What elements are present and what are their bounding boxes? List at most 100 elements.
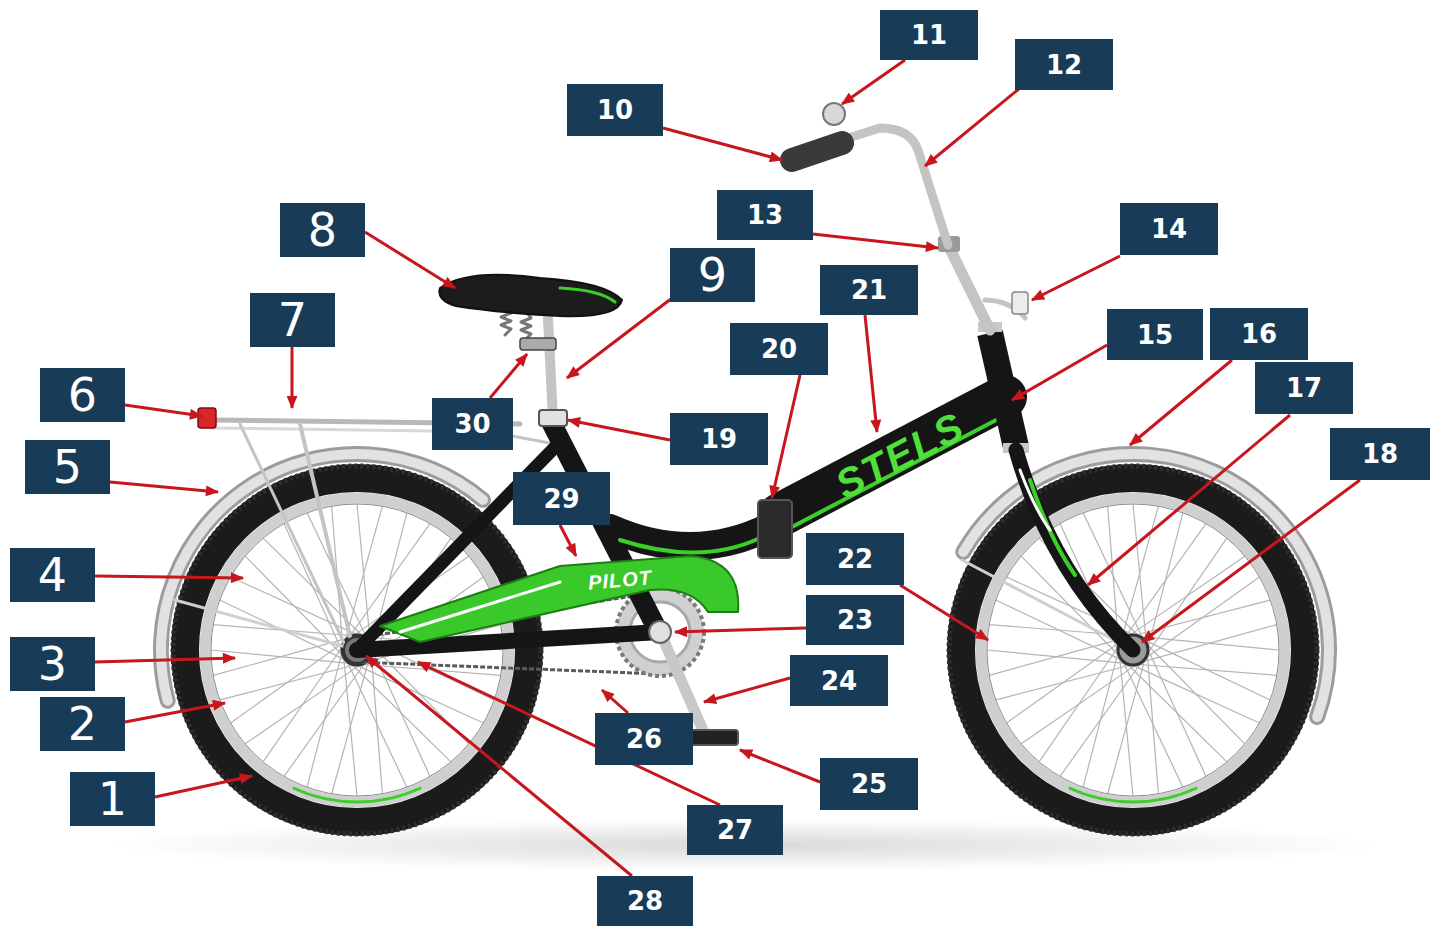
callout-number: 29 (543, 486, 579, 512)
callout-number: 27 (717, 817, 753, 843)
leader-line (155, 776, 252, 797)
callout-number: 28 (627, 888, 663, 914)
spoke (1007, 639, 1124, 723)
callout-number: 15 (1137, 322, 1173, 348)
spoke (1039, 643, 1121, 762)
fork (1016, 450, 1133, 650)
fender-stay (962, 560, 1133, 650)
front-fender (963, 454, 1329, 717)
spoke (1142, 577, 1259, 661)
callout-number: 17 (1286, 375, 1322, 401)
spoke (1021, 662, 1140, 744)
saddle-decal (560, 288, 615, 302)
callout-number: 9 (698, 252, 727, 298)
spoke (220, 664, 360, 700)
leader-line (560, 525, 576, 556)
callout-number: 14 (1151, 216, 1187, 242)
spoke (357, 504, 371, 648)
leader-line (567, 292, 680, 378)
callout-number: 24 (821, 668, 857, 694)
callout-box: 30 (432, 398, 513, 450)
callout-number: 5 (53, 444, 82, 490)
leader-line (125, 703, 225, 722)
callout-box: 26 (595, 713, 693, 765)
rim-decal (1069, 788, 1197, 802)
crank-bolt (649, 621, 671, 643)
callout-number: 8 (308, 207, 337, 253)
main-tube (780, 397, 1005, 515)
callout-box: 8 (280, 203, 365, 257)
bicycle (105, 103, 1385, 871)
callout-number: 18 (1362, 441, 1398, 467)
callout-number: 16 (1241, 321, 1277, 347)
frame-logo: PILOT (587, 567, 652, 592)
callout-number: 1 (98, 776, 127, 822)
spoke (1140, 638, 1270, 700)
leader-line (900, 585, 988, 640)
head-tube (990, 333, 1016, 447)
spoke (245, 662, 364, 744)
callout-box: 17 (1255, 362, 1353, 414)
callout-number: 7 (278, 297, 307, 343)
leader-line (1088, 415, 1290, 585)
leader-line (772, 375, 800, 498)
leader-line (1130, 360, 1232, 445)
callout-box: 27 (687, 805, 783, 855)
front-fender-shine (963, 454, 1329, 717)
spoke (987, 650, 1131, 664)
leader-line (291, 347, 294, 408)
spoke (263, 643, 345, 762)
callout-number: 20 (761, 336, 797, 362)
callout-box: 11 (880, 10, 978, 60)
callout-box: 4 (10, 548, 95, 602)
leader-line (418, 662, 720, 805)
spoke (1124, 661, 1227, 762)
callout-box: 19 (670, 413, 768, 465)
leader-line (95, 658, 235, 662)
leader-line (813, 234, 938, 248)
callout-number: 26 (626, 726, 662, 752)
callout-box: 29 (513, 472, 610, 525)
handlebar (842, 128, 948, 245)
spoke (1083, 648, 1119, 788)
callout-box: 22 (806, 533, 904, 585)
rim-decal (293, 788, 421, 802)
spoke (343, 652, 357, 796)
callout-box: 5 (25, 440, 110, 494)
rack-strut (300, 424, 352, 645)
leader-line (602, 690, 628, 713)
seat-clamp (539, 410, 567, 426)
callout-box: 10 (567, 84, 663, 136)
folding-hinge (758, 500, 792, 558)
rear-reflector (198, 408, 216, 428)
leader-line (125, 405, 202, 416)
callout-number: 21 (851, 277, 887, 303)
leader-line (740, 750, 820, 782)
spoke (1120, 506, 1159, 645)
spoke (1133, 504, 1147, 648)
spoke (332, 655, 371, 794)
grip (792, 143, 842, 160)
spoke (307, 648, 343, 788)
saddle-clamp (520, 338, 556, 350)
callout-box: 9 (670, 248, 755, 302)
brake-lever-tip (1012, 292, 1028, 314)
callout-box: 16 (1210, 308, 1308, 360)
callout-box: 2 (40, 697, 125, 751)
spoke (1147, 650, 1158, 794)
frame-logo: STELS (829, 405, 971, 505)
callout-box: 24 (790, 655, 888, 706)
spoke (1144, 641, 1245, 744)
spoke (1131, 600, 1271, 636)
callout-number: 2 (68, 701, 97, 747)
spoke (996, 664, 1136, 700)
leader-line (663, 128, 782, 160)
callout-box: 20 (730, 323, 828, 375)
bell (823, 103, 845, 125)
callout-box: 7 (250, 293, 335, 347)
callout-box: 1 (70, 772, 155, 826)
stem (948, 245, 990, 330)
spoke (1145, 538, 1227, 657)
leader-line (1032, 256, 1120, 300)
